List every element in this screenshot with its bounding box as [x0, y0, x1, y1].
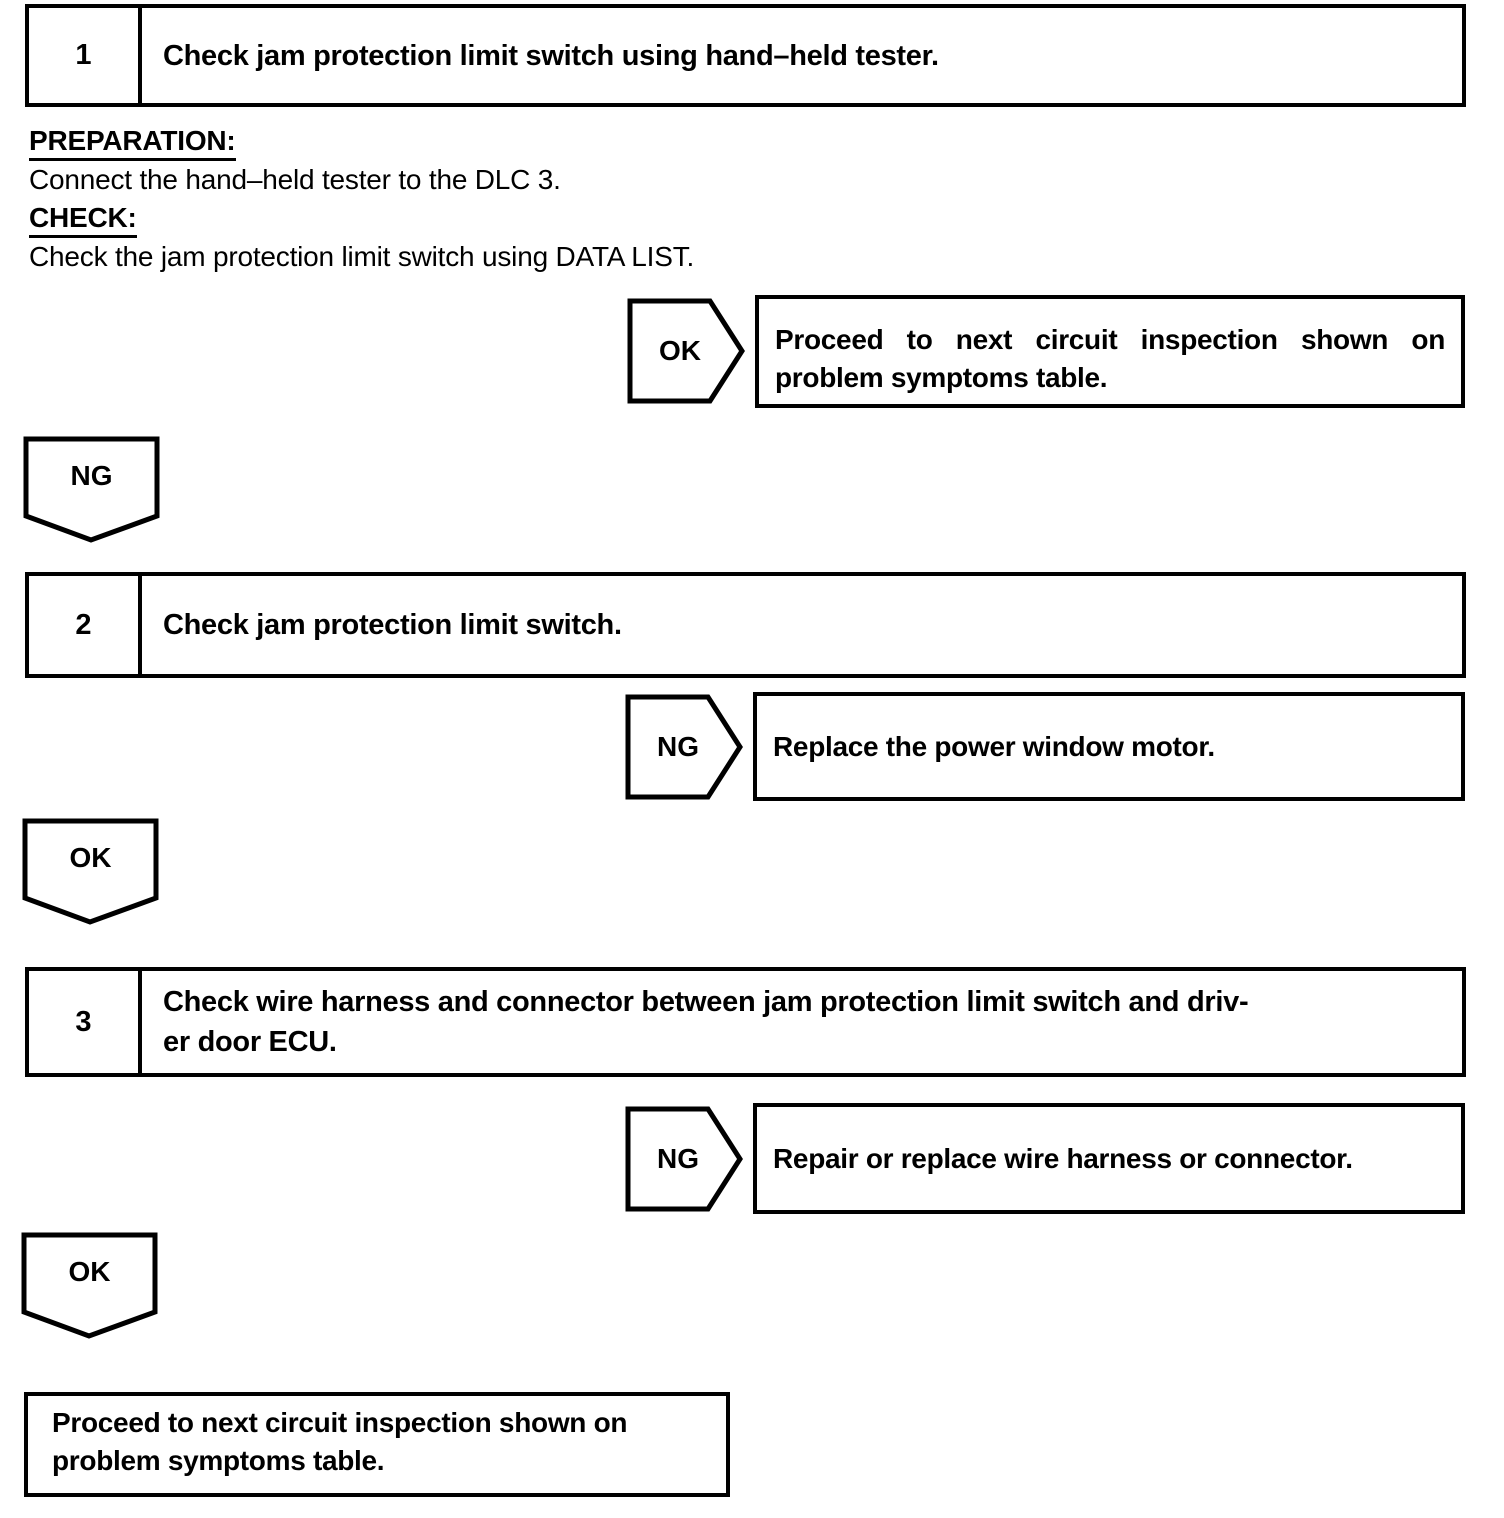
ng-branch-pentagon-1: NG: [625, 694, 743, 800]
ok-flow-pentagon-2: OK: [21, 1232, 158, 1339]
step-2-box: 2 Check jam protection limit switch.: [25, 572, 1466, 678]
right-arrow-pentagon-shape: [625, 694, 743, 800]
ng-branch-label-2: NG: [657, 1143, 699, 1174]
result-box-repair-harness: Repair or replace wire harness or connec…: [753, 1103, 1465, 1214]
result-box-proceed-1: Proceed to next circuit inspection shown…: [755, 295, 1465, 408]
step-2-number: 2: [29, 576, 142, 674]
down-arrow-pentagon-shape: [23, 436, 160, 543]
result-box-replace-motor: Replace the power window motor.: [753, 692, 1465, 801]
step-3-number: 3: [29, 971, 142, 1073]
final-result-box: Proceed to next circuit inspection shown…: [24, 1392, 730, 1497]
step-1-title: Check jam protection limit switch using …: [163, 39, 939, 72]
ok-branch-label: OK: [659, 335, 701, 366]
ok-flow-pentagon-1: OK: [22, 818, 159, 925]
step-2-title: Check jam protection limit switch.: [163, 609, 622, 641]
ng-flow-label: NG: [70, 460, 113, 491]
preparation-text: Connect the hand–held tester to the DLC …: [29, 164, 561, 195]
down-arrow-pentagon-shape: [22, 818, 159, 925]
step-3-title: Check wire harness and connector between…: [163, 986, 1249, 1058]
ok-branch-pentagon: OK: [627, 298, 745, 404]
right-arrow-pentagon-shape: [625, 1106, 743, 1212]
right-arrow-pentagon-shape: [627, 298, 745, 404]
preparation-heading: PREPARATION:: [29, 125, 236, 161]
ok-flow-label-2: OK: [68, 1256, 111, 1287]
check-text: Check the jam protection limit switch us…: [29, 241, 695, 272]
step-1-box: 1 Check jam protection limit switch usin…: [25, 4, 1466, 107]
check-heading: CHECK:: [29, 202, 137, 238]
ok-flow-label-1: OK: [69, 842, 112, 873]
step-1-number: 1: [29, 8, 142, 103]
down-arrow-pentagon-shape: [21, 1232, 158, 1339]
step-3-box: 3 Check wire harness and connector betwe…: [25, 967, 1466, 1077]
ng-branch-label-1: NG: [657, 731, 699, 762]
step-1-details: PREPARATION: Connect the hand–held teste…: [29, 122, 1429, 276]
preparation-heading-line: PREPARATION:: [29, 122, 1429, 161]
check-heading-line: CHECK:: [29, 199, 1429, 238]
ng-branch-pentagon-2: NG: [625, 1106, 743, 1212]
ng-flow-pentagon: NG: [23, 436, 160, 543]
